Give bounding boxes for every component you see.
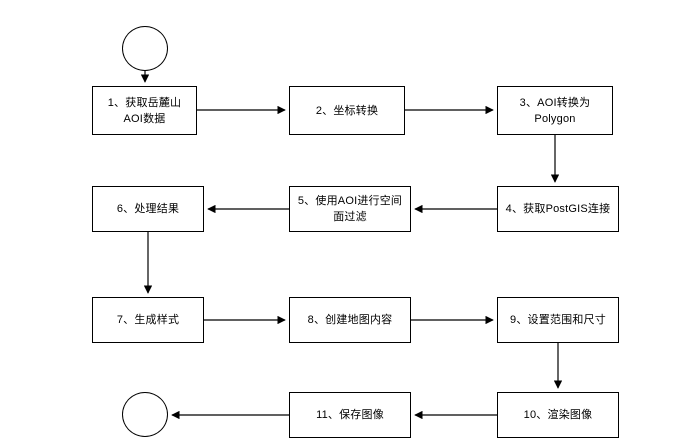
edge-layer <box>140 71 563 420</box>
node-start[interactable] <box>122 26 168 71</box>
node-end[interactable] <box>122 392 168 437</box>
node-n10[interactable]: 10、渲染图像 <box>497 392 619 438</box>
node-n11[interactable]: 11、保存图像 <box>289 392 411 438</box>
node-n2-label: 2、坐标转换 <box>315 104 379 117</box>
node-n6-label: 6、处理结果 <box>116 203 180 215</box>
node-n3-label: 3、AOI转换为 Polygon <box>519 96 591 125</box>
node-n4[interactable]: 4、获取PostGIS连接 <box>497 186 619 232</box>
node-n3[interactable]: 3、AOI转换为 Polygon <box>497 86 613 135</box>
node-n4-label: 4、获取PostGIS连接 <box>505 203 611 215</box>
node-n8-label: 8、创建地图内容 <box>307 314 393 326</box>
node-n8[interactable]: 8、创建地图内容 <box>289 297 411 343</box>
node-n1-label: 1、获取岳麓山 AOI数据 <box>107 96 182 125</box>
node-n5[interactable]: 5、使用AOI进行空间 面过滤 <box>289 186 411 232</box>
node-n11-label: 11、保存图像 <box>316 409 384 421</box>
node-n7[interactable]: 7、生成样式 <box>92 297 204 343</box>
node-n9-label: 9、设置范围和尺寸 <box>510 314 606 326</box>
node-n1[interactable]: 1、获取岳麓山 AOI数据 <box>92 86 197 135</box>
node-n7-label: 7、生成样式 <box>116 314 180 326</box>
node-n9[interactable]: 9、设置范围和尺寸 <box>497 297 619 343</box>
node-n2[interactable]: 2、坐标转换 <box>289 86 405 135</box>
node-n6[interactable]: 6、处理结果 <box>92 186 204 232</box>
node-n5-label: 5、使用AOI进行空间 面过滤 <box>297 195 403 223</box>
node-n10-label: 10、渲染图像 <box>523 409 593 421</box>
